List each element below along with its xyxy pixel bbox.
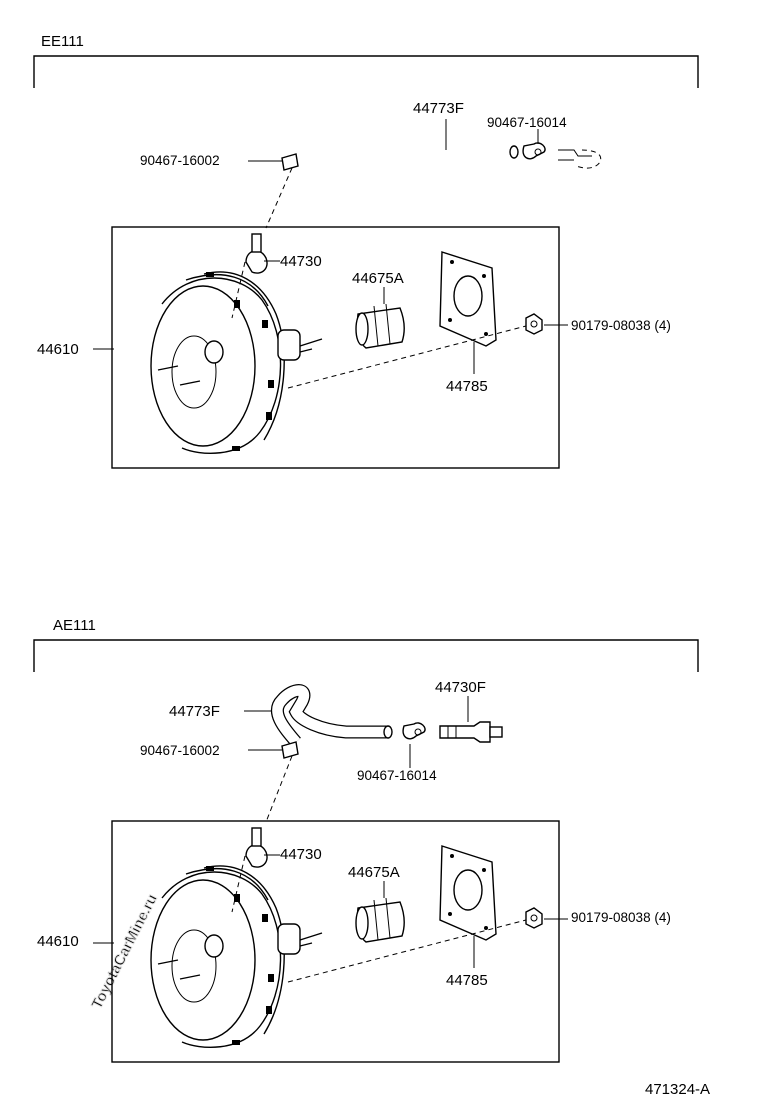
union-ee111 [558, 149, 602, 169]
label-boot: 44675A [348, 864, 400, 881]
label-check-valve: 44730 [280, 846, 322, 863]
section-ae111: AE111 4477 [33, 617, 699, 1063]
label-hose: 44773F [413, 100, 464, 117]
label-union: 44730F [435, 679, 486, 696]
label-clamp: 90467-16014 [487, 115, 567, 130]
booster-assy-ae111 [92, 820, 569, 1063]
label-boot: 44675A [352, 270, 404, 287]
diagram-id: 471324-A [645, 1081, 710, 1098]
label-check-valve: 44730 [280, 253, 322, 270]
hose-clip-ee111 [281, 153, 299, 171]
section-ee111: EE111 44773F 90467-16014 [33, 33, 699, 469]
hose-clip-ae111 [281, 741, 299, 759]
watermark: ToyotaCarMine.ru [88, 891, 161, 1011]
vacuum-hose-ae111 [270, 684, 393, 747]
label-hose: 44773F [169, 703, 220, 720]
label-booster: 44610 [37, 933, 79, 950]
label-clamp: 90467-16014 [357, 768, 437, 783]
vacuum-hose-ee111 [288, 85, 519, 218]
label-gasket: 44785 [446, 378, 488, 395]
section-bracket-ee111 [33, 55, 699, 88]
model-label-ae111: AE111 [53, 617, 96, 634]
label-booster: 44610 [37, 341, 79, 358]
model-label-ee111: EE111 [41, 33, 84, 50]
union-ae111 [439, 721, 503, 743]
hose-clamp-ae111 [402, 722, 426, 740]
booster-assy-ee111 [92, 226, 569, 469]
section-bracket-ae111 [33, 639, 699, 672]
label-gasket: 44785 [446, 972, 488, 989]
label-nut: 90179-08038 (4) [571, 910, 671, 925]
label-nut: 90179-08038 (4) [571, 318, 671, 333]
hose-clamp-ee111 [522, 142, 546, 160]
label-clip: 90467-16002 [140, 153, 220, 168]
label-clip: 90467-16002 [140, 743, 220, 758]
